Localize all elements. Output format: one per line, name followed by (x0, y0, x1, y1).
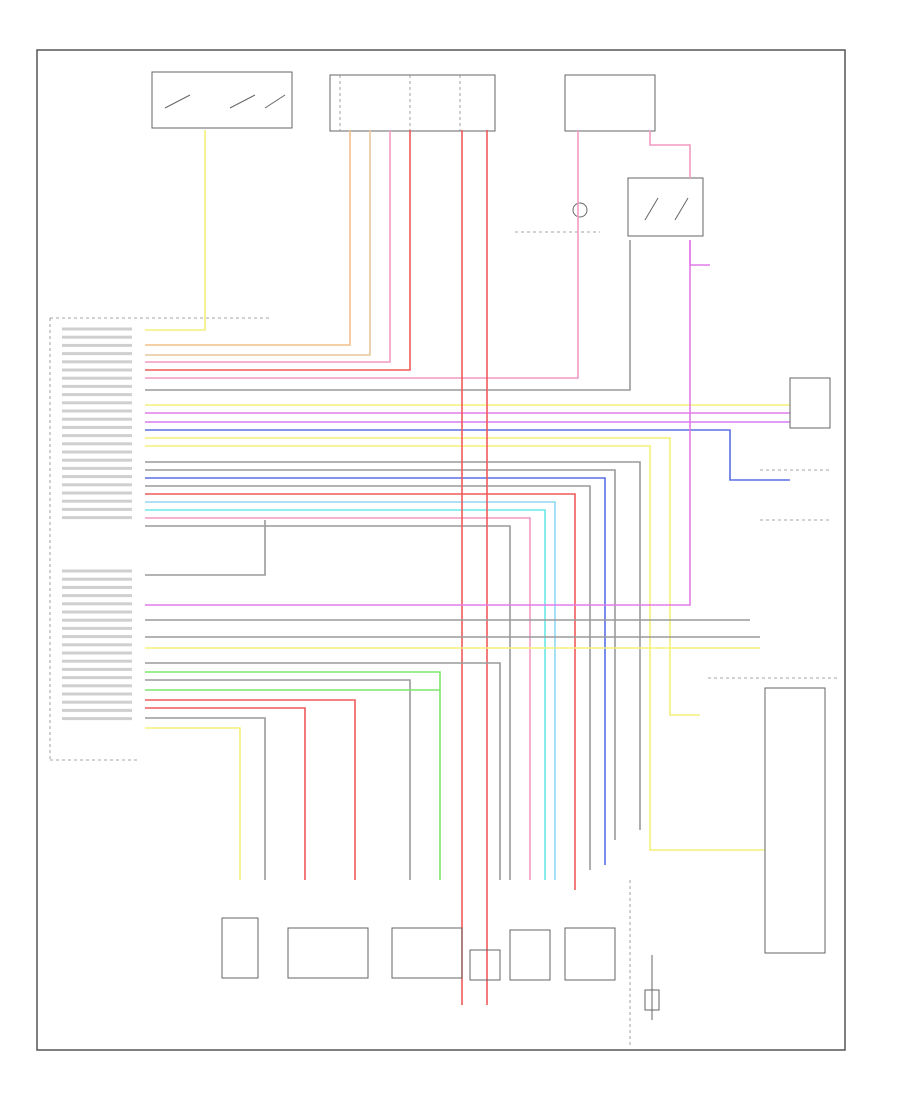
pin-label (62, 483, 132, 487)
pin-label (62, 700, 132, 704)
shift-solenoids (391, 927, 463, 979)
wire-cyan (145, 509, 546, 880)
pin-label (62, 708, 132, 712)
pin-label (62, 577, 132, 581)
wire-batt-3 (145, 130, 391, 363)
pin-label (62, 651, 132, 655)
pin-label (62, 475, 132, 479)
pcm-connector (49, 317, 270, 761)
wire-lower-4 (145, 662, 501, 880)
pressure-control (509, 929, 551, 981)
wire-blue-2 (145, 477, 606, 865)
wire-fused (145, 130, 579, 379)
wire-batt-4 (145, 130, 411, 371)
pin-label (62, 442, 132, 446)
pin-label (62, 335, 132, 339)
wire-lower-red-2 (145, 707, 306, 880)
transmission-switch-block (764, 687, 826, 954)
pin-label (62, 466, 132, 470)
diagram-frame (36, 49, 846, 1051)
fuse-symbol (515, 202, 600, 233)
pin-label (62, 450, 132, 454)
pcm-pin-rows (62, 327, 132, 721)
wire-relay-out (689, 240, 710, 266)
pin-label (62, 384, 132, 388)
pin-label (62, 594, 132, 598)
wire-relay (145, 240, 631, 391)
wire-lower-red-1 (145, 699, 356, 880)
wire-batt-1 (145, 130, 351, 346)
wire-pink-2 (145, 517, 531, 880)
pin-label (62, 499, 132, 503)
pin-label (62, 717, 132, 721)
pin-label (62, 569, 132, 573)
wires (145, 130, 790, 1005)
pin-label (62, 635, 132, 639)
tcc-solenoid (469, 949, 501, 981)
wire-relay-in (649, 130, 691, 178)
right-connector (760, 377, 831, 521)
pin-label (62, 516, 132, 520)
wire-to-switch-1 (145, 437, 700, 716)
pin-label (62, 585, 132, 589)
wire-magenta-long (145, 240, 691, 606)
fuse-box-right (564, 74, 656, 132)
pin-label (62, 368, 132, 372)
pin-label (62, 401, 132, 405)
pin-label (62, 417, 132, 421)
pin-label (62, 434, 132, 438)
bottom-components (221, 677, 840, 1045)
wire-lower-yellow-2 (145, 727, 241, 880)
fuse-box-left (151, 71, 293, 129)
relay-switch (627, 177, 704, 237)
wire-batt-2 (145, 130, 371, 356)
wire-grey-2 (145, 469, 616, 840)
pin-label (62, 393, 132, 397)
pin-label (62, 360, 132, 364)
wire-grey-3 (145, 485, 591, 870)
pin-label (62, 643, 132, 647)
wire-lower-6 (145, 717, 266, 880)
range-switch (287, 927, 369, 979)
speed-sensor (564, 927, 616, 981)
ground-symbol (644, 989, 660, 1011)
pin-label (62, 409, 132, 413)
pin-label (62, 618, 132, 622)
wire-red-2 (145, 493, 576, 890)
pin-label (62, 684, 132, 688)
temp-sensor (221, 917, 259, 979)
wire-lower-green-1 (145, 671, 441, 880)
wire-bus-blue (145, 429, 790, 481)
wire-lower-1 (145, 520, 266, 576)
wire-ignition (145, 130, 206, 331)
pin-label (62, 667, 132, 671)
pin-label (62, 602, 132, 606)
pin-label (62, 343, 132, 347)
fuse-box-center (329, 74, 496, 132)
pin-label (62, 692, 132, 696)
pin-label (62, 491, 132, 495)
pin-label (62, 458, 132, 462)
pin-label (62, 352, 132, 356)
pin-label (62, 659, 132, 663)
wire-lower-5 (145, 679, 411, 880)
pin-label (62, 626, 132, 630)
wire-grey-1 (145, 461, 641, 830)
pin-label (62, 507, 132, 511)
pin-label (62, 376, 132, 380)
pin-label (62, 425, 132, 429)
pin-label (62, 610, 132, 614)
wire-grey-4 (145, 525, 511, 880)
pin-label (62, 327, 132, 331)
wire-lightblue (145, 501, 556, 880)
pin-label (62, 676, 132, 680)
